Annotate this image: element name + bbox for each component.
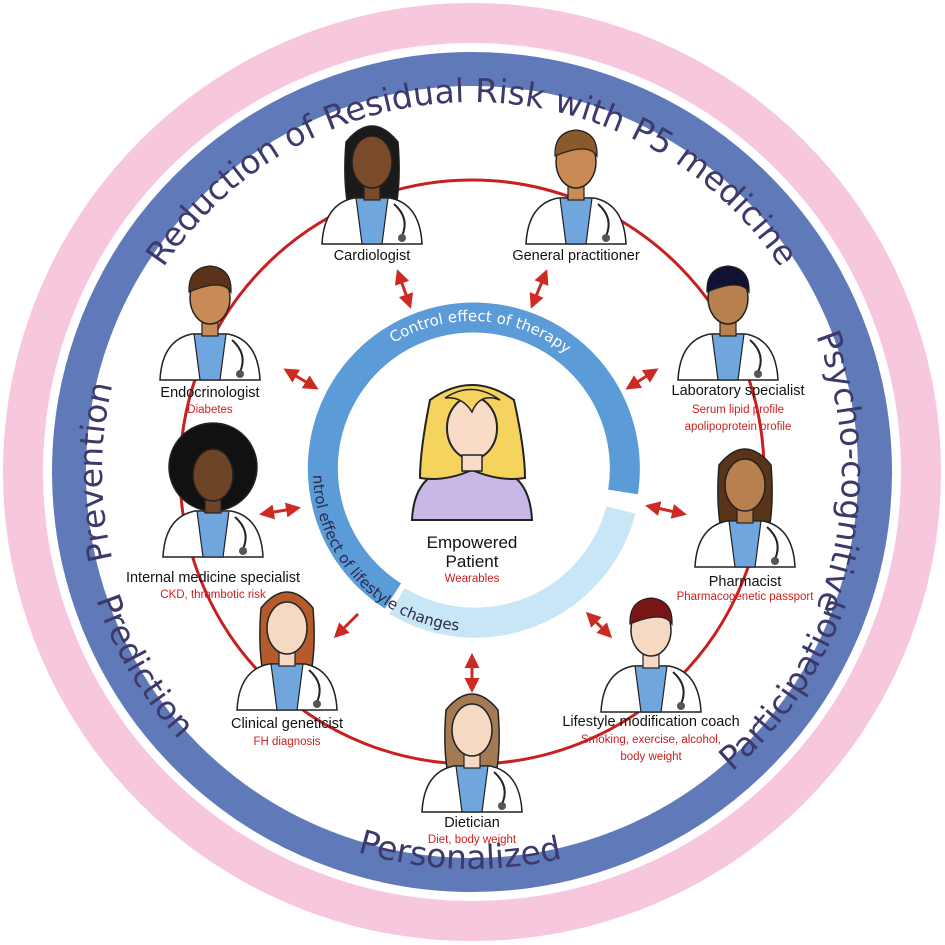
role-clinical-geneticist: Clinical geneticist (231, 716, 343, 732)
clinical-geneticist-shirt (270, 663, 304, 711)
role-endocrinologist: Endocrinologist (160, 385, 259, 401)
arrow-internal-medicine (259, 502, 301, 520)
role-endocrinologist-detail: Diabetes (187, 404, 233, 416)
endocrinologist-hair-icon (188, 265, 232, 294)
outer-ring-prevention: Prevention (71, 378, 120, 566)
laboratory-specialist-stethoscope-head (754, 370, 762, 378)
internal-medicine-shirt (196, 510, 230, 558)
lifestyle-coach-figure (600, 597, 702, 713)
role-dietician: Dietician (444, 815, 500, 831)
patient-neck (461, 454, 483, 472)
cardiologist-figure (321, 125, 423, 245)
arrows (259, 269, 687, 693)
arrow-endocrinologist (283, 368, 319, 390)
general-practitioner-stethoscope-icon (597, 203, 610, 237)
lifestyle-ring (389, 505, 636, 638)
lifestyle-coach-stethoscope-icon (672, 671, 685, 705)
role-lifestyle-coach: Lifestyle modification coach (562, 714, 739, 730)
pharmacist-face (724, 458, 766, 512)
pharmacist-stethoscope-icon (766, 526, 779, 560)
endocrinologist-figure (159, 265, 261, 381)
patient-name-line1: Empowered (427, 533, 518, 552)
endocrinologist-stethoscope-head (236, 370, 244, 378)
role-lifestyle-coach-detail-2: body weight (620, 751, 682, 763)
general-practitioner-hair-icon (554, 129, 598, 158)
arrow-lifestyle-coach (585, 611, 613, 639)
role-general-practitioner: General practitioner (512, 248, 640, 264)
role-lifestyle-coach-detail-1: Smoking, exercise, alcohol, (581, 734, 721, 746)
role-internal-medicine: Internal medicine specialist (126, 570, 300, 586)
arrow-clinical-geneticist (333, 612, 360, 639)
general-practitioner-stethoscope-head (602, 234, 610, 242)
role-laboratory-specialist-detail-2: apolipoprotein profile (685, 421, 792, 433)
cardiologist-face (351, 135, 393, 189)
patient-detail: Wearables (445, 573, 500, 585)
internal-medicine-figure (162, 422, 264, 558)
pharmacist-figure (694, 448, 796, 568)
lifestyle-coach-hair-icon (629, 597, 673, 626)
arrow-pharmacist (645, 501, 687, 519)
dietician-stethoscope-head (498, 802, 506, 810)
role-pharmacist: Pharmacist (709, 574, 782, 590)
role-laboratory-specialist: Laboratory specialist (672, 383, 805, 399)
dietician-shirt (455, 765, 489, 813)
pharmacist-shirt (728, 520, 762, 568)
role-clinical-geneticist-detail: FH diagnosis (253, 736, 320, 748)
role-internal-medicine-detail: CKD, thrombotic risk (160, 589, 266, 601)
general-practitioner-figure (525, 129, 627, 245)
laboratory-specialist-stethoscope-icon (749, 339, 762, 373)
arrow-laboratory-specialist (625, 368, 659, 390)
outer-ring-prevention-path: Prevention (71, 378, 120, 566)
internal-medicine-stethoscope-icon (234, 516, 247, 550)
laboratory-specialist-shirt (711, 333, 745, 381)
patient-fringe (444, 388, 501, 414)
patient-figure (410, 384, 534, 521)
cardiologist-stethoscope-icon (393, 203, 406, 237)
dietician-figure (421, 693, 523, 813)
arrow-cardiologist (394, 269, 414, 309)
clinical-geneticist-face (266, 601, 308, 655)
pharmacist-stethoscope-head (771, 557, 779, 565)
role-pharmacist-detail: Pharmacogenetic passport (677, 591, 815, 603)
clinical-geneticist-stethoscope-icon (308, 669, 321, 703)
patient-name-line2: Patient (446, 552, 499, 571)
laboratory-specialist-hair-icon (706, 265, 750, 294)
role-laboratory-specialist-detail-1: Serum lipid profile (692, 404, 784, 416)
lifestyle-coach-shirt (634, 665, 668, 713)
internal-medicine-face (192, 448, 234, 502)
clinical-geneticist-figure (236, 591, 338, 711)
clinical-geneticist-stethoscope-head (313, 700, 321, 708)
professional-figures (159, 125, 796, 813)
role-cardiologist: Cardiologist (334, 248, 411, 264)
cardiologist-shirt (355, 197, 389, 245)
therapy-ring (307, 302, 640, 609)
middle-ring (52, 52, 892, 892)
role-dietician-detail: Diet, body weight (428, 834, 517, 846)
general-practitioner-shirt (559, 197, 593, 245)
endocrinologist-stethoscope-icon (231, 339, 244, 373)
arrow-general-practitioner (529, 269, 549, 309)
lifestyle-coach-stethoscope-head (677, 702, 685, 710)
dietician-stethoscope-icon (493, 771, 506, 805)
cardiologist-stethoscope-head (398, 234, 406, 242)
outer-ring (3, 3, 941, 941)
dietician-face (451, 703, 493, 757)
laboratory-specialist-figure (677, 265, 779, 381)
internal-medicine-stethoscope-head (239, 547, 247, 555)
endocrinologist-shirt (193, 333, 227, 381)
